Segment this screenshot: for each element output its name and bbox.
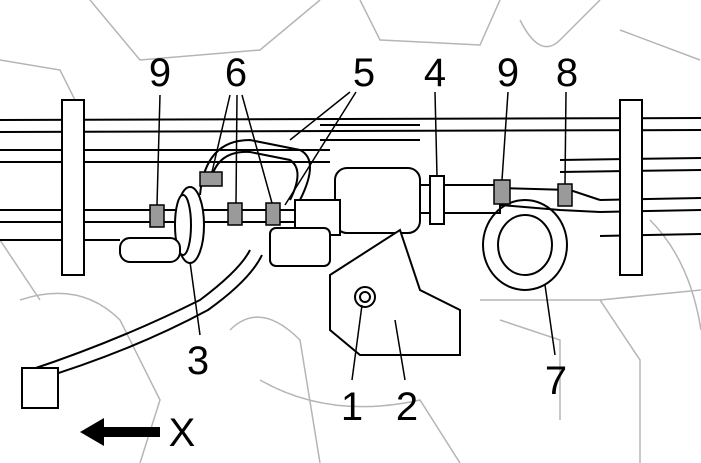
bolt-head — [359, 291, 371, 303]
clamp-6c — [265, 202, 281, 226]
callout-2: 2 — [396, 385, 418, 429]
hose-connector-left — [119, 237, 181, 263]
callout-7: 7 — [545, 359, 567, 403]
callout-8: 8 — [556, 51, 578, 95]
leader-lines — [156, 91, 567, 381]
callout-6: 6 — [225, 51, 247, 95]
clamp-8 — [557, 183, 573, 207]
hose-upper — [320, 124, 420, 141]
mounting-bracket-2 — [329, 228, 461, 356]
tube-bracket-right — [619, 99, 643, 276]
tube-bracket-left — [61, 99, 85, 276]
clamp-6b — [227, 202, 243, 226]
callout-3: 3 — [187, 339, 209, 383]
valve-connector — [269, 227, 331, 267]
direction-label: X — [169, 411, 196, 455]
callout-4: 4 — [424, 51, 446, 95]
hose-loop-7 — [482, 199, 568, 291]
callout-9-right: 9 — [497, 51, 519, 95]
outlet-collar — [429, 175, 445, 225]
callout-1: 1 — [341, 385, 363, 429]
callout-9-left: 9 — [149, 51, 171, 95]
wire-harness — [29, 249, 251, 371]
direction-arrow-icon — [80, 418, 160, 446]
clamp-9-right — [493, 179, 511, 205]
connector — [21, 367, 59, 409]
clamp-6a — [199, 171, 223, 187]
hose-loop-inner — [497, 214, 553, 276]
fuel-line — [100, 209, 330, 223]
wire-harness-2 — [29, 254, 263, 383]
pressure-damper-face — [174, 194, 192, 256]
hose-5-inner — [209, 150, 299, 201]
bolt-1 — [354, 286, 376, 308]
callout-5: 5 — [353, 51, 375, 95]
loop-hose-out — [499, 187, 601, 213]
valve-body-4 — [334, 167, 421, 234]
hose-5 — [199, 138, 311, 201]
clamp-9-left — [149, 204, 165, 228]
